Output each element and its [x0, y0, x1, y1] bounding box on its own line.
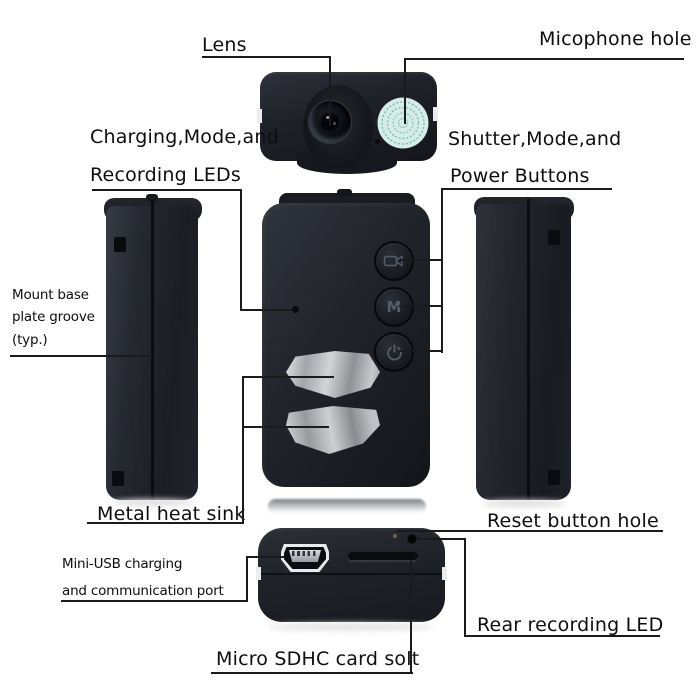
bottom-view-body	[258, 528, 445, 622]
reset-leader	[396, 530, 663, 532]
right-side-mark-top	[548, 230, 560, 245]
heat-sink-label: Metal heat sink	[97, 503, 246, 525]
heat-sink-stub-upper	[242, 376, 334, 378]
top-view-right-notch	[433, 107, 438, 121]
mount-groove-leader	[10, 355, 152, 357]
lens-glint	[326, 116, 330, 119]
heat-sink-stub-lower	[242, 426, 329, 428]
bottom-seam-notch-left	[256, 567, 261, 580]
mount-groove-label-line1: Mount base	[12, 287, 89, 303]
power-icon	[386, 344, 402, 360]
front-leds-label-line1: Charging,Mode,and	[90, 126, 279, 148]
mini-usb-underline	[61, 600, 248, 602]
right-side-groove	[527, 199, 530, 500]
buttons-label-line1: Shutter,Mode,and	[448, 128, 622, 150]
reset-label: Reset button hole	[487, 510, 659, 532]
right-side-shadow	[482, 500, 566, 507]
lens-glint-small	[333, 122, 336, 125]
bottom-view-shadow	[268, 623, 433, 631]
back-view-top-nub	[337, 189, 352, 196]
reset-pinhole	[393, 534, 397, 538]
mode-button-stub	[399, 305, 443, 307]
microphone-label: Micophone hole	[539, 28, 692, 50]
heat-sink-underline	[87, 522, 244, 524]
top-view-left-notch	[257, 109, 262, 123]
mini-usb-pins	[292, 551, 318, 556]
rear-led-underline	[464, 635, 660, 637]
record-button	[374, 241, 414, 281]
left-side-groove	[151, 200, 154, 500]
front-leds-leader-h1	[92, 189, 242, 191]
mini-usb-leader-h	[246, 556, 284, 558]
power-button	[374, 332, 414, 372]
bottom-seam-notch-right	[442, 567, 447, 580]
rear-led-leader-v	[464, 538, 466, 637]
front-leds-leader-h2	[240, 309, 297, 311]
sd-slot-leader-v	[410, 560, 412, 674]
front-leds-leader-v	[240, 189, 242, 311]
mini-usb-label-line1: Mini-USB charging	[62, 556, 183, 572]
right-side-mark-bottom	[548, 470, 560, 485]
bottom-view-seam	[259, 573, 444, 575]
sd-slot-underline	[211, 672, 413, 674]
lens-leader-v	[329, 56, 331, 126]
left-side-mark-bottom	[112, 471, 124, 486]
rear-led-leader-h	[416, 538, 466, 540]
top-led-dot	[375, 139, 380, 144]
lens-leader-h	[202, 56, 331, 58]
lens-label: Lens	[202, 34, 247, 56]
microphone-leader-h	[404, 58, 684, 60]
left-side-mark-top	[114, 237, 126, 252]
left-side-top-nub	[146, 194, 158, 202]
mini-usb-label-line2: and communication port	[62, 583, 224, 599]
sd-card-slot	[348, 552, 418, 560]
buttons-underline	[441, 188, 612, 190]
buttons-leader-v	[441, 188, 443, 353]
buttons-label-line2: Power Buttons	[450, 165, 590, 187]
rear-led-label: Rear recording LED	[477, 614, 664, 636]
mode-button-glyph: M	[386, 298, 402, 316]
front-leds-label-line2: Recording LEDs	[90, 164, 241, 186]
back-view-reflection	[268, 499, 426, 514]
microphone-sticker	[377, 97, 429, 149]
video-camera-icon	[383, 255, 403, 267]
right-side-body	[476, 204, 571, 500]
sd-slot-label: Micro SDHC card solt	[216, 648, 420, 670]
rear-led-hole	[408, 535, 416, 543]
microphone-leader-v	[404, 58, 406, 124]
mode-button: M	[374, 287, 414, 327]
front-led-dot	[292, 306, 299, 313]
power-button-stub	[399, 350, 443, 352]
mount-groove-label-line3: (typ.)	[12, 332, 48, 348]
mount-groove-label-line2: plate groove	[12, 309, 95, 325]
record-button-stub	[399, 259, 443, 261]
left-side-shadow	[112, 499, 194, 506]
heat-sink-leader-v	[242, 376, 244, 524]
mini-usb-leader-v	[246, 556, 248, 602]
